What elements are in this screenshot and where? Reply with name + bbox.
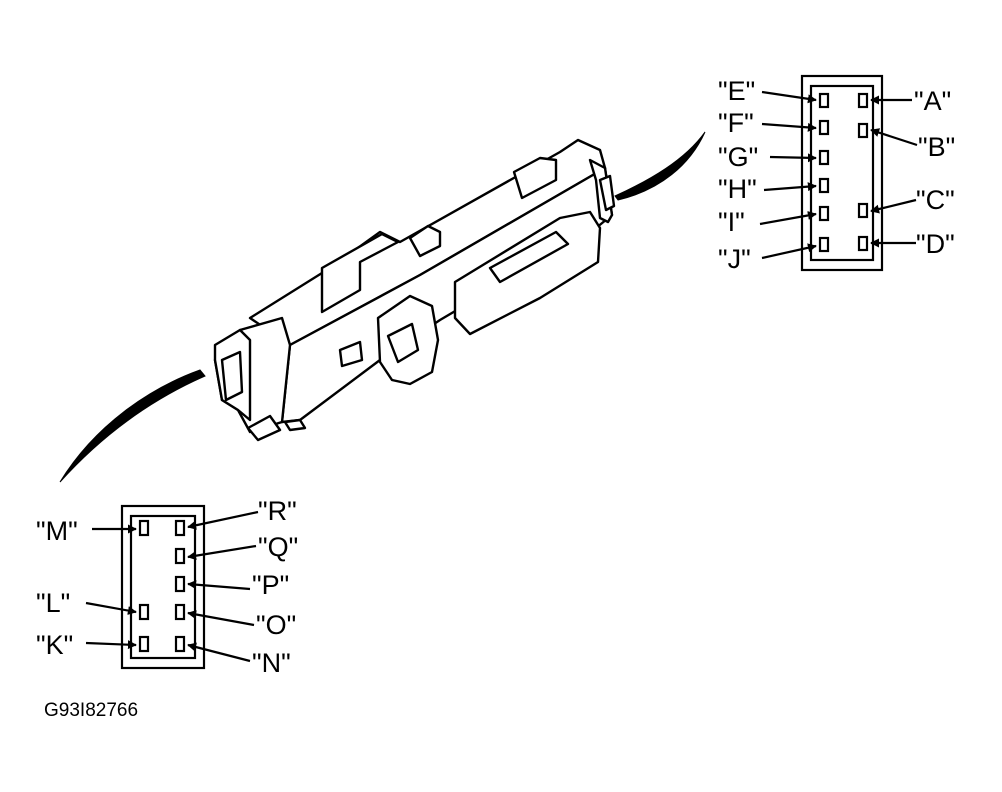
pin-label-f: "F" [718, 108, 754, 138]
connector-right-arrows [759, 90, 918, 260]
pin-label-o: "O" [256, 610, 296, 640]
pin-label-p: "P" [252, 570, 289, 600]
connector-left-arrows [85, 510, 259, 663]
pin-label-m: "M" [36, 516, 78, 546]
switch-assembly-illustration [213, 138, 616, 442]
pin-label-q: "Q" [258, 532, 298, 562]
pin-label-l: "L" [36, 588, 70, 618]
figure-code: G93I82766 [44, 700, 138, 721]
pin-label-d: "D" [916, 229, 955, 259]
pin-label-b: "B" [918, 132, 955, 162]
leader-curve-left [59, 369, 206, 483]
connector-left-face [120, 504, 206, 670]
connector-right-labels: "E" "F" "G" "H" "I" "J" "A" "B" "C" "D" [718, 76, 955, 274]
pin-label-k: "K" [36, 630, 73, 660]
pin-label-h: "H" [718, 174, 757, 204]
leader-curve-right [614, 131, 706, 201]
pin-label-a: "A" [914, 86, 951, 116]
pin-label-j: "J" [718, 244, 751, 274]
pin-label-r: "R" [258, 496, 297, 526]
pin-label-i: "I" [718, 207, 745, 237]
pin-label-e: "E" [718, 76, 755, 106]
pin-label-n: "N" [252, 648, 291, 678]
pin-label-c: "C" [916, 185, 955, 215]
connector-right-face [800, 74, 884, 272]
pin-label-g: "G" [718, 142, 758, 172]
connector-left-labels: "M" "L" "K" "R" "Q" "P" "O" "N" [36, 496, 298, 678]
